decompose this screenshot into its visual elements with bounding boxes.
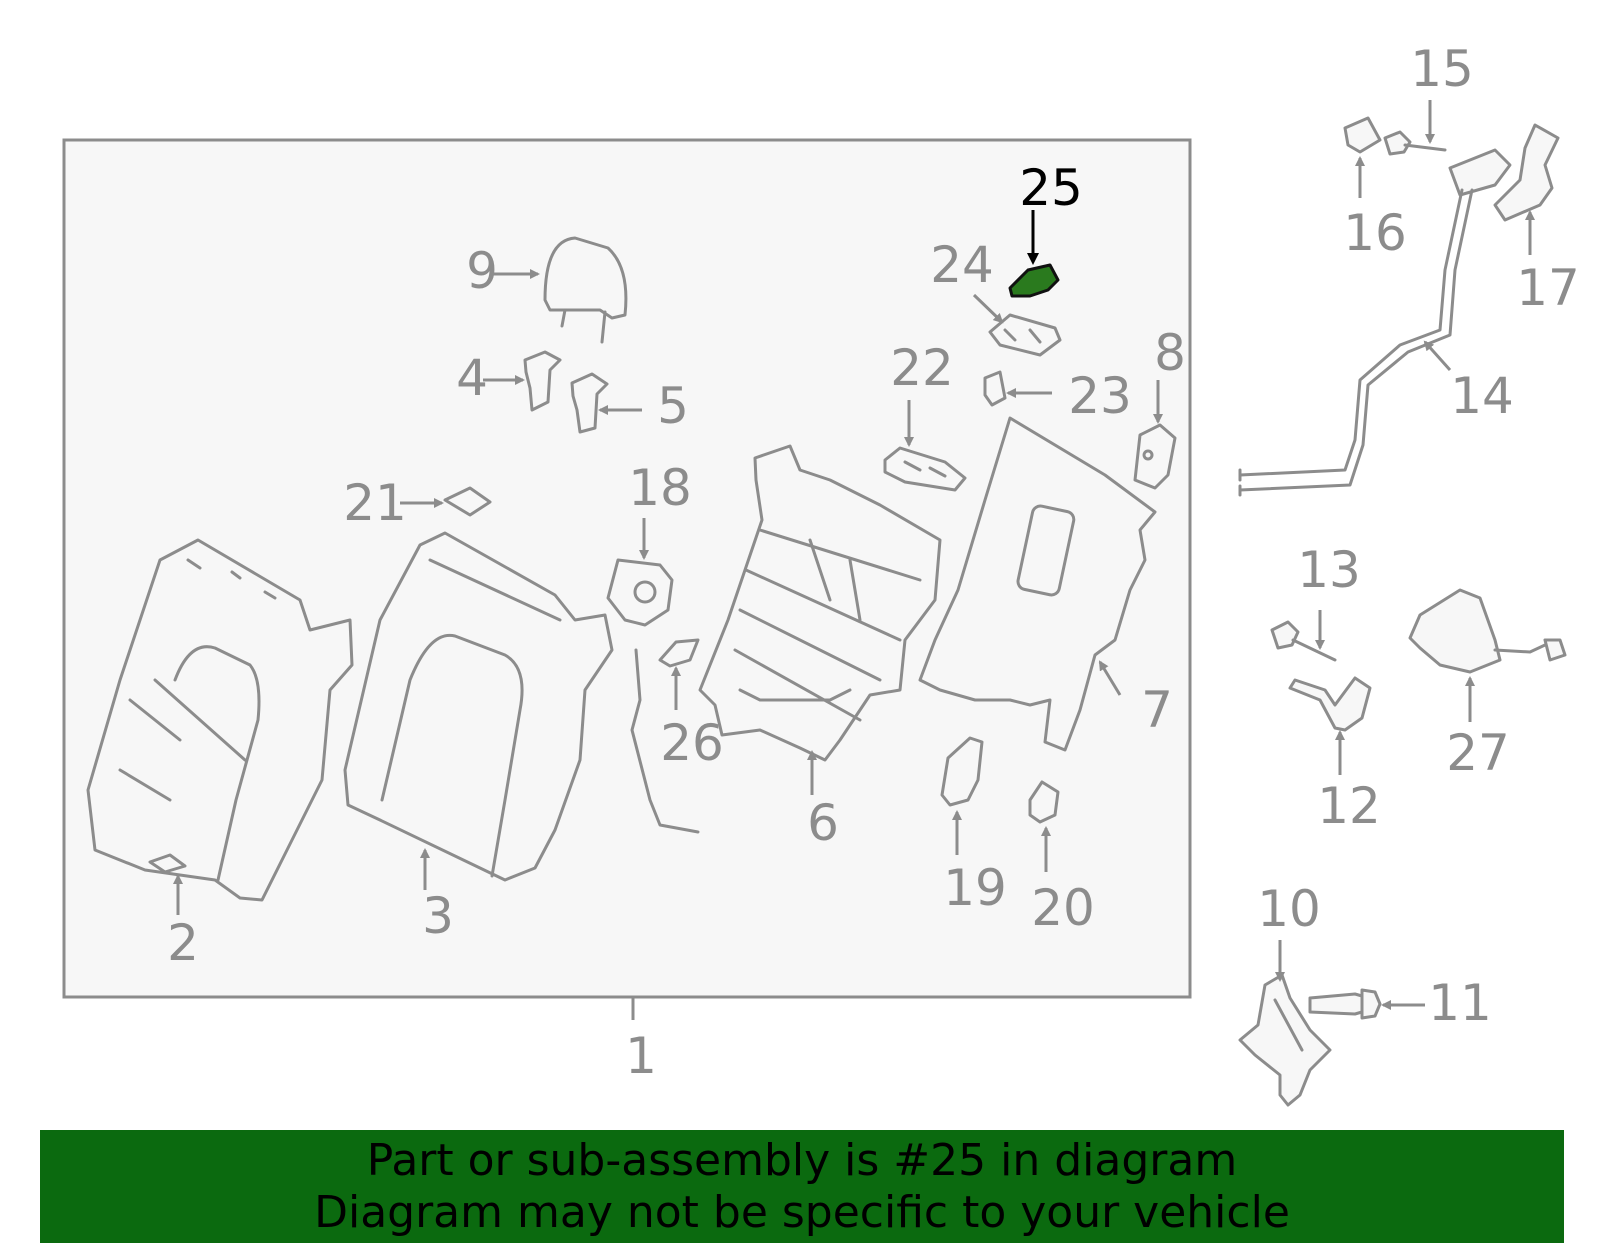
callout-15: 15 [1410, 40, 1474, 98]
part-27-harness[interactable] [1408, 588, 1567, 674]
part-12-bracket[interactable] [1288, 676, 1372, 732]
callout-12: 12 [1317, 777, 1381, 835]
part-22-bracket[interactable] [883, 446, 967, 492]
banner-line-part: Part or sub-assembly is #25 in diagram [366, 1134, 1238, 1186]
callout-14: 14 [1450, 367, 1514, 425]
part-18-cable [630, 648, 700, 834]
part-20-clip[interactable] [1028, 780, 1060, 824]
banner-line-disclaimer: Diagram may not be specific to your vehi… [314, 1186, 1290, 1238]
callout-23: 23 [1068, 367, 1132, 425]
part-19-bracket[interactable] [940, 736, 984, 807]
callout-13: 13 [1297, 541, 1361, 599]
part-11-bolt[interactable] [1308, 988, 1382, 1020]
callout-17: 17 [1516, 259, 1580, 317]
callout-16: 16 [1343, 204, 1407, 262]
part-5-headrest-guide[interactable] [570, 372, 609, 434]
callout-20: 20 [1031, 879, 1095, 937]
callout-3: 3 [422, 887, 454, 945]
part-21-clip[interactable] [443, 486, 492, 517]
part-10-bracket[interactable] [1238, 973, 1332, 1107]
part-17-bracket[interactable] [1493, 123, 1560, 222]
part-24-bracket[interactable] [988, 313, 1062, 357]
part-18-latch[interactable] [606, 558, 674, 627]
callout-25: 25 [1019, 159, 1083, 217]
callout-9: 9 [466, 242, 498, 300]
callout-19: 19 [943, 859, 1007, 917]
part-14-cable[interactable] [1238, 148, 1512, 497]
callout-8: 8 [1154, 324, 1186, 382]
callout-4: 4 [456, 349, 488, 407]
callout-10: 10 [1257, 880, 1321, 938]
callout-1: 1 [625, 1027, 657, 1085]
callout-24: 24 [930, 236, 994, 294]
callout-6: 6 [807, 794, 839, 852]
part-9-headrest[interactable] [543, 236, 628, 344]
callout-11: 11 [1428, 974, 1492, 1032]
callout-26: 26 [660, 714, 724, 772]
callout-27: 27 [1446, 724, 1510, 782]
part-23-clip[interactable] [983, 370, 1007, 407]
callout-18: 18 [628, 459, 692, 517]
part-15-bolt[interactable] [1383, 130, 1447, 156]
part-2-seatback-cover[interactable] [86, 538, 354, 902]
part-16-cap[interactable] [1343, 116, 1382, 154]
part-4-headrest-guide[interactable] [523, 350, 562, 412]
callout-22: 22 [890, 339, 954, 397]
part-8-switch[interactable] [1133, 423, 1177, 490]
part-13-bolt[interactable] [1270, 620, 1337, 662]
callout-21: 21 [343, 474, 407, 532]
part-7-back-panel[interactable] [918, 416, 1157, 752]
callout-5: 5 [657, 377, 689, 435]
info-banner: Part or sub-assembly is #25 in diagram D… [40, 1130, 1564, 1243]
part-3-seatback-pad[interactable] [343, 531, 614, 882]
part-26-cover[interactable] [658, 638, 700, 668]
part-6-seatback-frame[interactable] [698, 444, 942, 762]
callout-7: 7 [1141, 681, 1173, 739]
part-25-highlighted-cover[interactable] [1008, 263, 1060, 298]
callout-2: 2 [167, 914, 199, 972]
